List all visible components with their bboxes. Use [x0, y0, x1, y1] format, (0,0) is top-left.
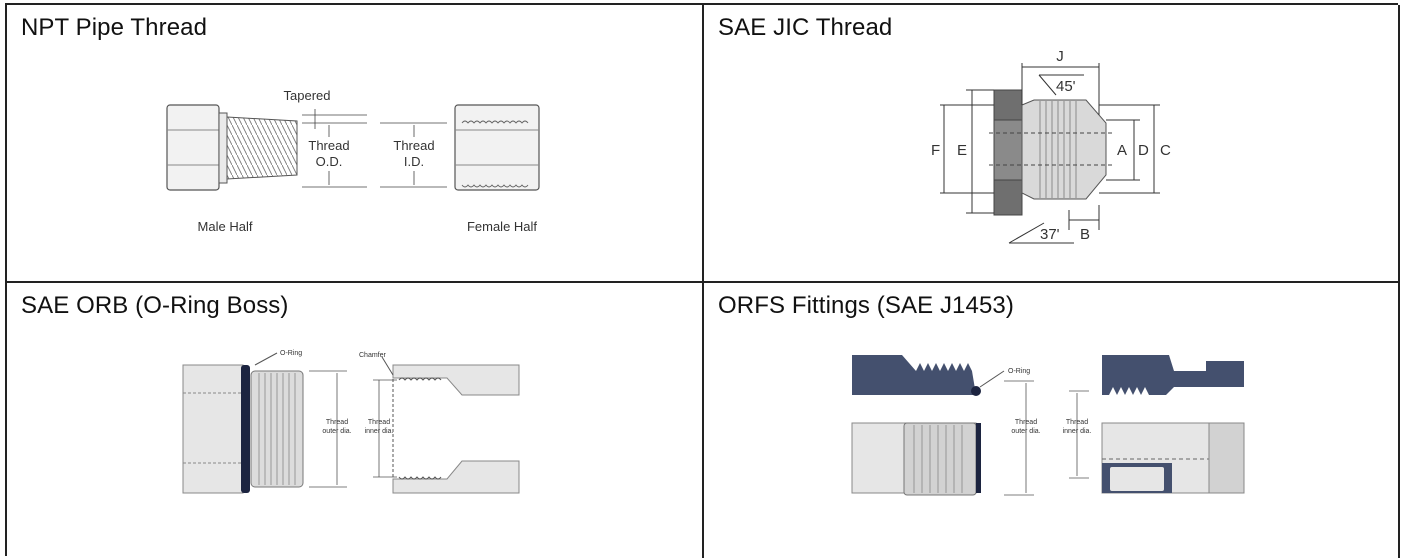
- orfs-thread-inner-1: Thread: [1066, 419, 1088, 426]
- npt-male-half-label: Male Half: [198, 219, 253, 234]
- sae-orb-chamfer-label: Chamfer: [359, 352, 387, 359]
- sae-jic-37-label: 37': [1040, 226, 1060, 243]
- sae-orb-thread-inner-2: inner dia.: [365, 428, 394, 435]
- sae-orb-thread-inner-1: Thread: [368, 419, 390, 426]
- sae-jic-j-label: J: [1056, 48, 1064, 65]
- orfs-thread-inner-2: inner dia.: [1063, 428, 1092, 435]
- npt-thread-id-label-2: I.D.: [404, 154, 424, 169]
- sae-orb-thread-outer-2: outer dia.: [322, 428, 351, 435]
- cell-orfs: ORFS Fittings (SAE J1453) O-Ring Thread …: [704, 283, 1400, 558]
- sae-jic-a-label: A: [1117, 142, 1127, 159]
- sae-jic-d-label: D: [1138, 142, 1149, 159]
- orfs-thread-outer-1: Thread: [1015, 419, 1037, 426]
- sae-jic-c-label: C: [1160, 142, 1171, 159]
- sae-jic-diagram: J 45' F E A D C 37: [931, 48, 1171, 244]
- cell-npt: NPT Pipe Thread: [7, 5, 704, 283]
- sae-orb-title: SAE ORB (O-Ring Boss): [21, 292, 289, 319]
- thread-type-table: NPT Pipe Thread: [5, 3, 1400, 558]
- sae-jic-e-label: E: [957, 142, 967, 159]
- npt-male-fitting: [166, 104, 298, 191]
- orfs-oring-label: O-Ring: [1008, 368, 1030, 375]
- sae-jic-b-label: B: [1080, 226, 1090, 243]
- sae-orb-diagram: O-Ring Thread outer dia. Chamfer Thread …: [182, 350, 520, 494]
- sae-jic-title: SAE JIC Thread: [718, 14, 893, 41]
- sae-orb-oring-label: O-Ring: [280, 350, 302, 357]
- cell-sae-jic: SAE JIC Thread J 45': [704, 5, 1400, 283]
- orfs-diagram: O-Ring Thread outer dia. Thread inner di…: [851, 355, 1245, 496]
- npt-tapered-label: Tapered: [284, 88, 331, 103]
- npt-diagram: Tapered Thread O.D. Thread I.D. Male Hal…: [166, 88, 540, 234]
- orfs-thread-outer-2: outer dia.: [1011, 428, 1040, 435]
- orfs-title: ORFS Fittings (SAE J1453): [718, 292, 1014, 319]
- sae-orb-thread-outer-1: Thread: [326, 419, 348, 426]
- npt-female-fitting: [454, 104, 540, 191]
- npt-title: NPT Pipe Thread: [21, 14, 208, 41]
- sae-jic-f-label: F: [931, 142, 940, 159]
- npt-thread-id-label-1: Thread: [393, 138, 434, 153]
- sae-jic-45-label: 45': [1056, 78, 1076, 95]
- cell-sae-orb: SAE ORB (O-Ring Boss) O-Ring Thread oute…: [7, 283, 704, 558]
- npt-female-half-label: Female Half: [467, 219, 537, 234]
- npt-thread-od-label-2: O.D.: [316, 154, 343, 169]
- npt-thread-od-label-1: Thread: [308, 138, 349, 153]
